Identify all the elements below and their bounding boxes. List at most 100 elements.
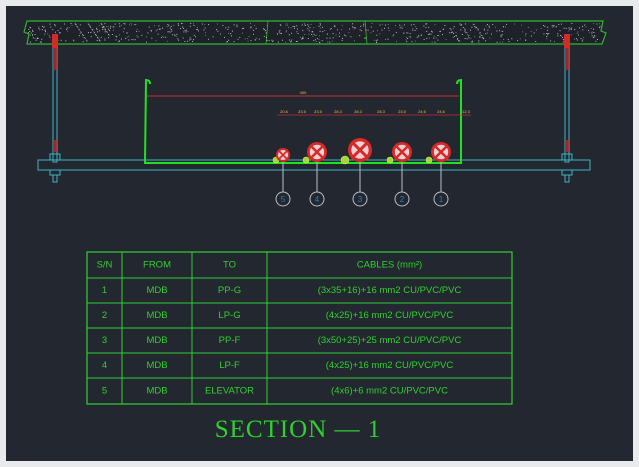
hatch-dot: [376, 41, 377, 43]
hatch-dot: [255, 37, 257, 39]
hatch-dot: [310, 23, 312, 25]
hatch-dot: [475, 27, 477, 29]
earth-conductor: [425, 156, 433, 164]
hatch-dot: [133, 24, 135, 25]
hatch-dot: [482, 38, 484, 40]
hatch-dot: [162, 27, 164, 29]
hatch-dot: [570, 28, 572, 30]
hatch-dot: [554, 26, 556, 28]
hatch-dot: [576, 32, 578, 34]
hatch-dot: [525, 39, 527, 41]
hatch-dot: [253, 33, 254, 35]
hatch-dot: [307, 24, 309, 26]
hatch-dot: [592, 37, 594, 39]
hatch-dot: [168, 30, 170, 32]
hatch-dot: [485, 25, 487, 27]
hatch-dot: [291, 39, 293, 41]
hatch-dot: [129, 24, 131, 26]
hatch-dot: [329, 28, 331, 30]
hatch-dot: [177, 38, 179, 40]
hatch-dot: [108, 34, 110, 35]
hatch-dot: [514, 23, 515, 25]
hatch-dot: [216, 29, 217, 31]
hatch-dot: [115, 35, 117, 37]
hatch-dot: [104, 23, 106, 25]
hatch-dot: [250, 27, 252, 29]
hatch-dot: [225, 27, 227, 29]
hatch-dot: [39, 29, 41, 31]
hatch-dot: [466, 32, 468, 34]
hatch-dot: [376, 39, 378, 41]
hatch-dot: [444, 24, 446, 26]
hatch-dot: [39, 41, 41, 43]
hatch-dot: [197, 30, 199, 32]
hatch-dot: [179, 28, 181, 30]
hatch-dot: [89, 26, 91, 27]
hatch-dot: [145, 36, 147, 38]
hatch-dot: [64, 23, 65, 25]
hatch-dot: [159, 28, 161, 30]
hatch-dot: [301, 38, 303, 40]
hatch-dot: [349, 28, 351, 30]
cable-tag: 4: [315, 195, 320, 204]
hatch-dot: [547, 34, 549, 36]
hatch-dot: [96, 27, 98, 29]
hatch-dot: [101, 24, 103, 26]
hatch-dot: [483, 29, 485, 31]
hatch-dot: [318, 38, 320, 40]
hatch-dot: [170, 25, 172, 27]
hatch-dot: [286, 30, 287, 32]
hatch-dot: [181, 23, 183, 25]
hatch-dot: [279, 30, 281, 32]
hatch-dot: [575, 38, 577, 40]
hatch-dot: [79, 29, 81, 31]
hatch-dot: [371, 23, 373, 24]
hatch-dot: [60, 39, 62, 41]
hatch-dot: [403, 32, 405, 34]
hatch-dot: [407, 38, 409, 39]
hatch-dot: [90, 36, 92, 38]
hatch-dot: [522, 31, 524, 33]
hatch-dot: [381, 23, 383, 25]
hatch-dot: [181, 23, 183, 24]
hatch-dot: [425, 23, 427, 25]
hatch-dot: [315, 34, 317, 36]
cable-core-divider: [395, 145, 409, 159]
hatch-dot: [372, 30, 374, 32]
hatch-dot: [50, 26, 52, 28]
hatch-dot: [327, 34, 328, 35]
earth-conductor: [340, 155, 350, 165]
hatch-dot: [442, 34, 443, 36]
hatch-dot: [319, 27, 321, 29]
hatch-dot: [106, 32, 108, 34]
hatch-dot: [32, 34, 33, 36]
hatch-dot: [359, 35, 361, 37]
hatch-dot: [582, 25, 584, 27]
hatch-dot: [533, 31, 535, 33]
hatch-dot: [312, 31, 314, 33]
hatch-dot: [187, 40, 188, 42]
hatch-dot: [324, 29, 326, 31]
hatch-dot: [184, 41, 186, 42]
hatch-dot: [472, 40, 474, 42]
hatch-dot: [455, 35, 457, 37]
hatch-dot: [302, 38, 304, 40]
hatch-dot: [228, 32, 230, 34]
hatch-dot: [193, 23, 194, 25]
hatch-dot: [258, 38, 260, 40]
hatch-dot: [174, 34, 176, 36]
hatch-dot: [290, 40, 292, 42]
hatch-dot: [30, 41, 32, 43]
hatch-dot: [296, 40, 298, 42]
hatch-dot: [204, 31, 206, 33]
hatch-dot: [449, 32, 451, 34]
hatch-dot: [314, 35, 316, 36]
hatch-dot: [533, 32, 535, 34]
hatch-dot: [502, 30, 504, 32]
hatch-dot: [589, 31, 591, 33]
hatch-dot: [502, 26, 504, 28]
hatch-dot: [592, 28, 594, 30]
table-cell: 2: [102, 310, 107, 321]
hatch-dot: [428, 26, 430, 28]
